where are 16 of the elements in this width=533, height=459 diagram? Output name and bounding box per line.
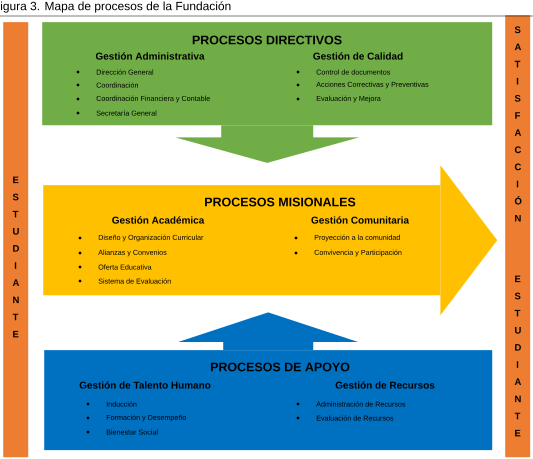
- section-heading: Gestión Académica: [112, 216, 204, 224]
- section-heading: Gestión de Calidad: [313, 52, 402, 60]
- section-heading: Gestión Comunitaria: [311, 216, 410, 224]
- section-heading: Gestión de Recursos: [336, 381, 434, 389]
- section-title: PROCESOS DIRECTIVOS: [192, 36, 342, 44]
- vertical-label: E S T U D I A N T E: [12, 176, 20, 338]
- section-heading: Gestión Administrativa: [96, 52, 205, 60]
- section-title: PROCESOS MISIONALES: [205, 198, 356, 206]
- vertical-label: S A T I S F A C C I Ó N: [514, 26, 522, 222]
- arrow: [440, 165, 498, 316]
- arrow: [178, 312, 358, 350]
- arrow: [175, 125, 360, 163]
- section-title: PROCESOS DE APOYO: [210, 362, 350, 372]
- section-heading: Gestión de Talento Humano: [80, 381, 210, 389]
- vertical-label: E S T U D I A N T E: [514, 276, 522, 436]
- figure-caption: igura 3. Mapa de procesos de la Fundación: [1, 1, 230, 13]
